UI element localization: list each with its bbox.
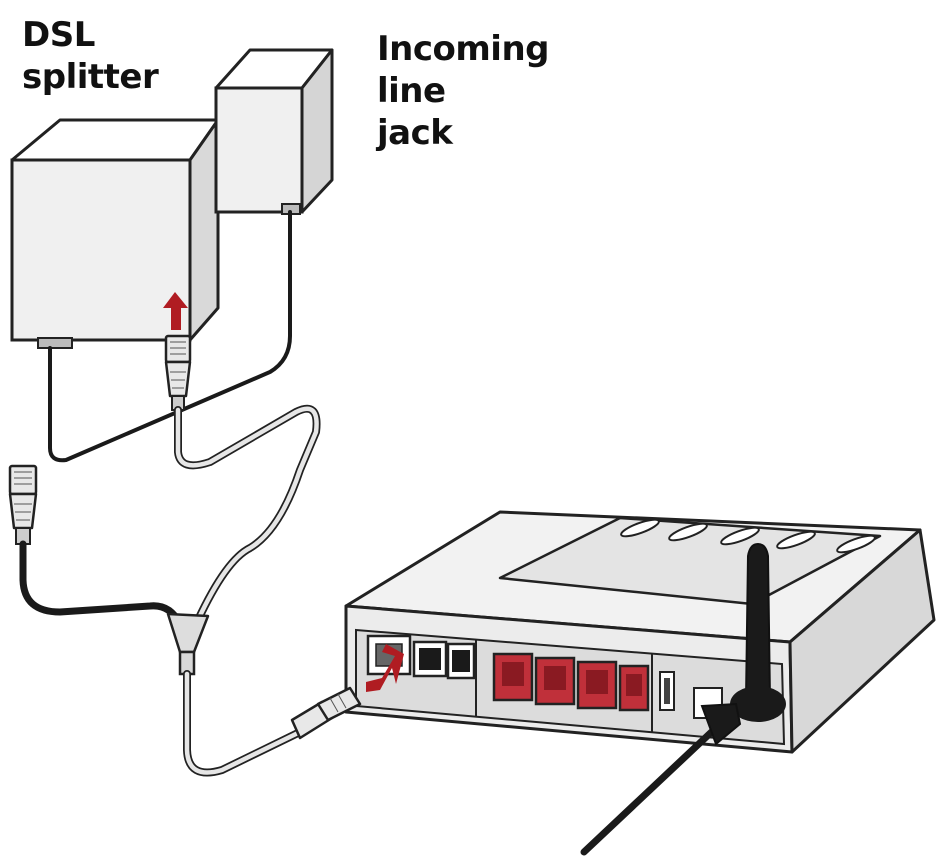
y-cable-splitter [166,612,210,676]
incoming-line-jack [214,48,334,215]
incoming-line-jack-label-line2: line [377,71,446,111]
rj-plug-top [164,334,192,411]
dsl-splitter-label-line1: DSL [22,15,95,55]
usb-port [659,671,675,711]
dsl-splitter-label-line2: splitter [22,57,159,97]
lan-ports [492,652,650,712]
dsl-splitter-label: DSL splitter [22,14,159,98]
rj-plug-left [8,464,38,545]
arrow-up-icon [163,292,188,330]
incoming-line-jack-label: Incoming line jack [377,28,550,154]
wifi-antenna [730,542,786,722]
splitter-to-jack-cable [48,210,292,463]
incoming-line-jack-label-line3: jack [377,113,453,153]
dark-cable-left [19,540,184,628]
power-cable [580,702,742,856]
fon-ports [412,640,476,680]
dsl-port [366,634,412,676]
led-indicators [620,518,876,554]
arrow-right-icon [366,644,404,692]
incoming-line-jack-label-line1: Incoming [377,29,550,69]
rj-plug-router [290,686,362,740]
dsl-splitter [10,118,220,349]
